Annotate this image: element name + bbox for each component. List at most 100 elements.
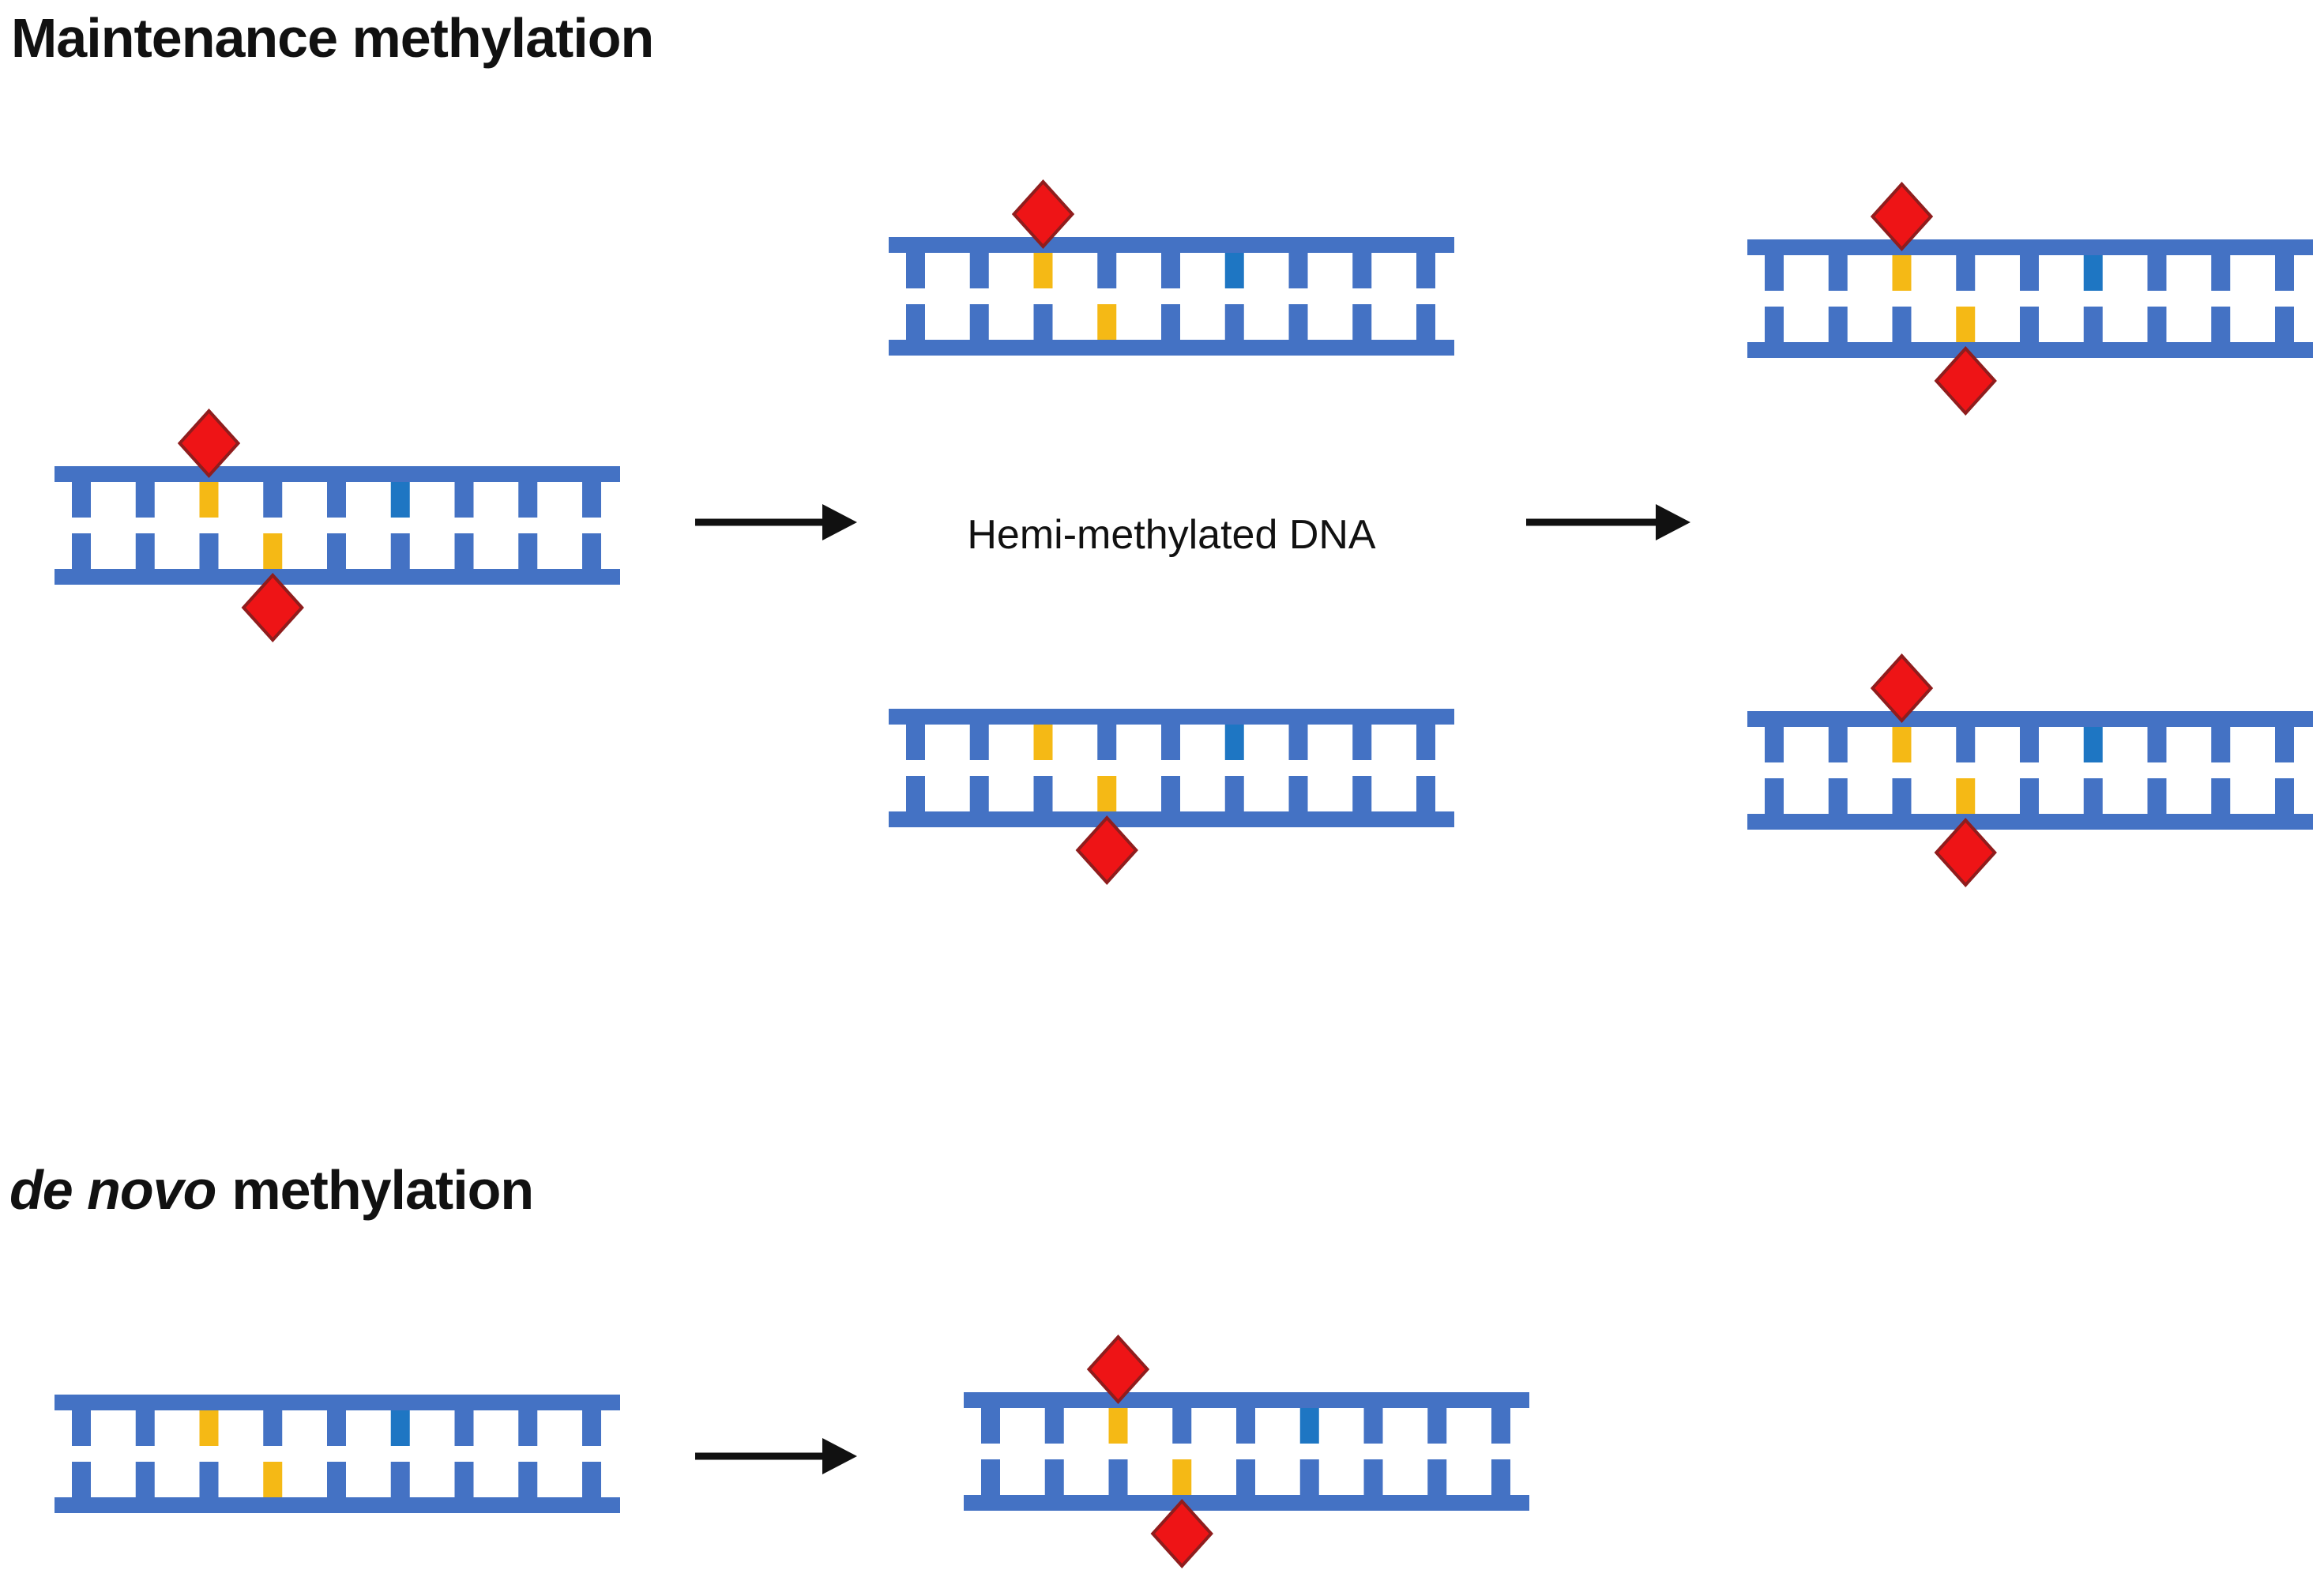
base-tooth-bottom [981, 1459, 1000, 1495]
base-tooth-bottom [1491, 1459, 1510, 1495]
base-tooth-bottom [72, 533, 91, 569]
base-tooth-bottom [1765, 307, 1784, 342]
base-tooth-top [1097, 253, 1117, 288]
dna-ladder-remethylated-bottom [1747, 653, 2313, 887]
accent-base-tooth [2083, 255, 2103, 291]
base-tooth-top [1288, 253, 1308, 288]
methyl-group-diamond-icon [1870, 653, 1934, 723]
base-tooth-bottom [1033, 776, 1053, 811]
dna-ladder-unmethylated [55, 1395, 620, 1513]
cpg-site-tooth-bottom [1172, 1459, 1192, 1495]
base-tooth-top [969, 253, 989, 288]
base-tooth-top [1765, 255, 1784, 291]
base-tooth-bottom [1161, 304, 1180, 340]
bottom-strand-backbone [889, 340, 1454, 356]
base-tooth-top [327, 1410, 346, 1446]
base-tooth-bottom [582, 1462, 601, 1497]
base-tooth-bottom [1892, 778, 1912, 814]
base-tooth-bottom [906, 776, 925, 811]
base-tooth-bottom [135, 1462, 155, 1497]
base-tooth-bottom [1363, 1459, 1383, 1495]
base-tooth-top [2020, 727, 2039, 762]
base-tooth-top [1352, 725, 1372, 760]
base-tooth-top [2147, 727, 2167, 762]
base-tooth-bottom [2020, 778, 2039, 814]
base-tooth-bottom [1828, 778, 1848, 814]
base-tooth-top [1416, 725, 1435, 760]
base-tooth-bottom [1416, 776, 1435, 811]
base-tooth-top [582, 1410, 601, 1446]
base-tooth-top [2211, 255, 2231, 291]
base-tooth-top [1416, 253, 1435, 288]
base-tooth-top [327, 482, 346, 518]
base-tooth-bottom [1765, 778, 1784, 814]
cpg-site-tooth-bottom [1097, 776, 1117, 811]
base-tooth-bottom [2275, 778, 2294, 814]
base-tooth-bottom [1892, 307, 1912, 342]
base-tooth-top [2275, 255, 2294, 291]
base-tooth-bottom [1828, 307, 1848, 342]
methyl-group-diamond-icon [1011, 179, 1075, 249]
accent-base-tooth [1224, 253, 1244, 288]
methyl-group-diamond-icon [1934, 346, 1997, 416]
cpg-site-tooth-top [1033, 253, 1053, 288]
base-tooth-top [1956, 255, 1976, 291]
cpg-site-tooth-top [1108, 1408, 1128, 1444]
de-novo-italic-part: de novo [9, 1159, 216, 1221]
base-tooth-bottom [2083, 307, 2103, 342]
base-tooth-top [1236, 1408, 1255, 1444]
maintenance-methylation-title: Maintenance methylation [11, 7, 653, 69]
cpg-site-tooth-bottom [1956, 778, 1976, 814]
base-tooth-top [263, 482, 283, 518]
methyl-group-diamond-icon [1075, 815, 1138, 885]
accent-base-tooth [1224, 725, 1244, 760]
base-tooth-bottom [1288, 776, 1308, 811]
base-tooth-top [454, 482, 474, 518]
top-strand-backbone [964, 1392, 1529, 1408]
accent-base-tooth [390, 1410, 410, 1446]
base-tooth-top [263, 1410, 283, 1446]
base-tooth-bottom [1427, 1459, 1447, 1495]
base-tooth-bottom [199, 1462, 219, 1497]
base-tooth-bottom [518, 1462, 538, 1497]
base-tooth-top [1172, 1408, 1192, 1444]
cpg-site-tooth-top [1033, 725, 1053, 760]
base-tooth-top [1828, 727, 1848, 762]
base-tooth-bottom [518, 533, 538, 569]
base-tooth-bottom [199, 533, 219, 569]
methyl-group-diamond-icon [241, 573, 304, 642]
base-tooth-top [1161, 725, 1180, 760]
cpg-site-tooth-bottom [1956, 307, 1976, 342]
base-tooth-top [518, 482, 538, 518]
base-tooth-top [1491, 1408, 1510, 1444]
methyl-group-diamond-icon [1086, 1335, 1150, 1404]
base-tooth-top [135, 482, 155, 518]
base-tooth-top [2020, 255, 2039, 291]
base-tooth-bottom [2275, 307, 2294, 342]
cpg-site-tooth-bottom [1097, 304, 1117, 340]
cpg-site-tooth-top [1892, 255, 1912, 291]
cpg-site-tooth-bottom [263, 1462, 283, 1497]
base-tooth-top [1956, 727, 1976, 762]
base-tooth-top [2147, 255, 2167, 291]
base-tooth-bottom [135, 533, 155, 569]
base-tooth-top [582, 482, 601, 518]
base-tooth-bottom [327, 533, 346, 569]
base-tooth-top [72, 1410, 91, 1446]
base-tooth-top [1161, 253, 1180, 288]
arrow-head [822, 504, 857, 540]
dna-ladder-remethylated-top [1747, 182, 2313, 416]
de-novo-arrow [695, 1438, 857, 1474]
dna-ladder-parent-fully-methylated [55, 408, 620, 642]
base-tooth-top [1363, 1408, 1383, 1444]
accent-base-tooth [2083, 727, 2103, 762]
base-tooth-top [135, 1410, 155, 1446]
process-arrows [695, 504, 1690, 1474]
base-tooth-bottom [454, 533, 474, 569]
base-tooth-bottom [2211, 307, 2231, 342]
base-tooth-bottom [969, 304, 989, 340]
bottom-strand-backbone [55, 569, 620, 585]
accent-base-tooth [390, 482, 410, 518]
